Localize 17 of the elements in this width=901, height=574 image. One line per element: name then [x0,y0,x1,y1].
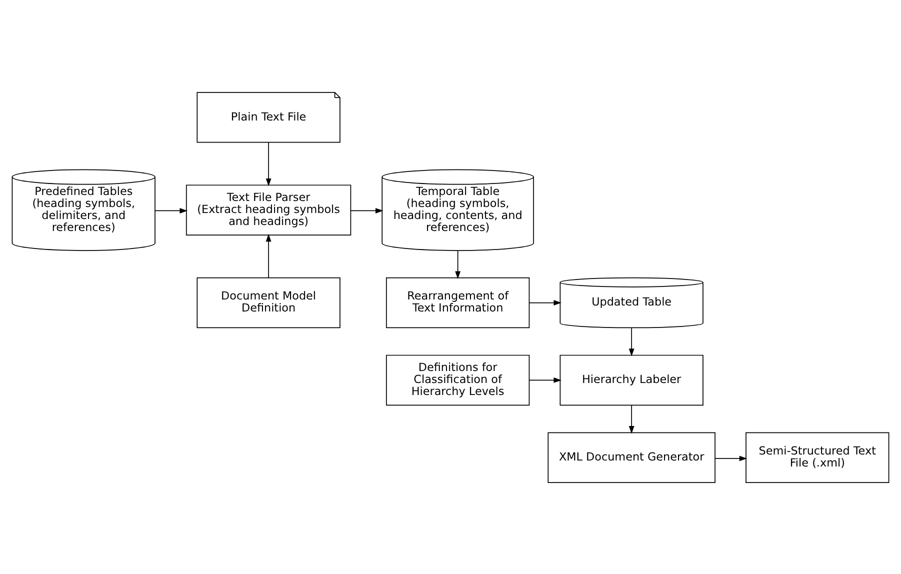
node-box: Rearrangement of Text Information [386,276,530,328]
arrow [628,327,634,356]
arrow [266,233,272,278]
node-box: Document Model Definition [196,276,340,328]
arrow [154,208,188,213]
arrow [528,300,562,305]
arrow [528,376,562,382]
arrow [714,455,748,461]
arrow [266,142,272,186]
node-box: Semi-Structured Text File (.xml) [746,432,890,482]
arrow [350,208,384,213]
node-box: Definitions for Classification of Hierarchy Levels [386,354,530,406]
arrow [455,250,461,279]
node-box: Hierarchy Labeler [560,354,704,406]
node-box: Text File Parser (Extract heading symbols and headings) [186,184,352,235]
arrow [628,404,634,434]
node-box: XML Document Generator [548,432,716,482]
